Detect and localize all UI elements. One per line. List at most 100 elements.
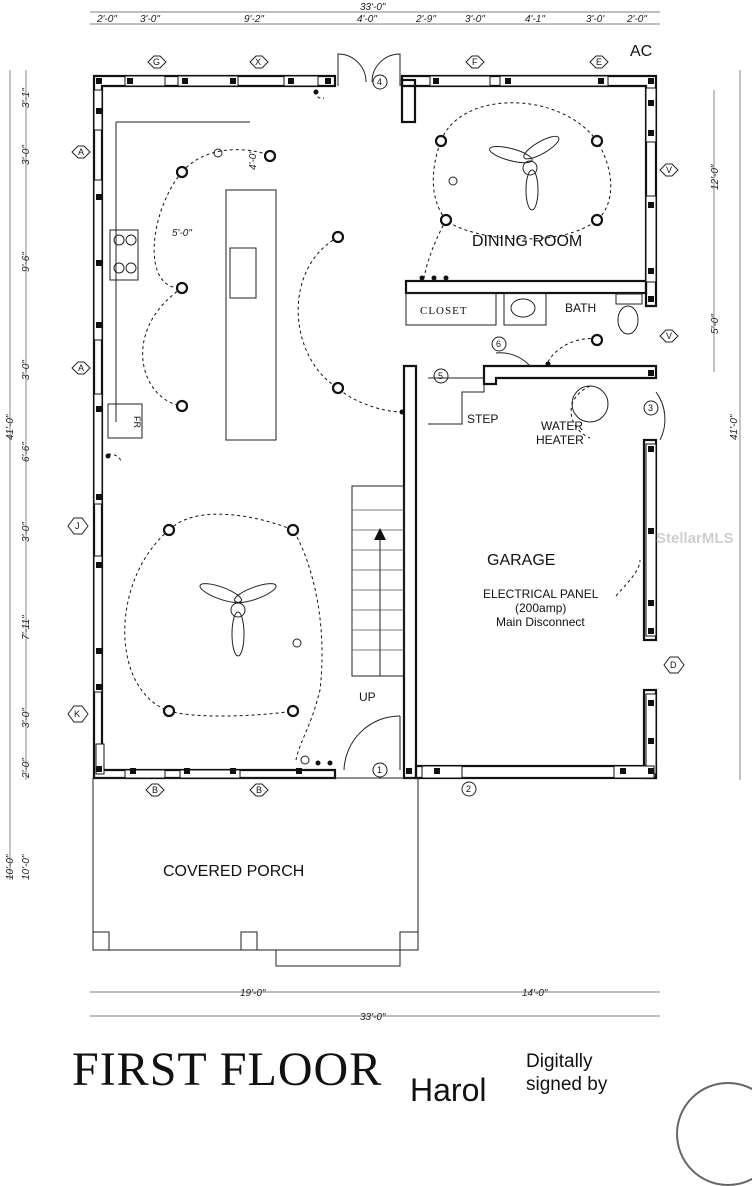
door-marker: 4 — [372, 74, 388, 90]
dim-top-seg: 3'-0' — [586, 14, 605, 25]
ceiling-light-icon — [175, 399, 189, 413]
dim-bottom-seg: 14'-0" — [522, 988, 548, 999]
ceiling-light-icon — [162, 704, 176, 718]
dim-left-seg: 7'-11" — [21, 615, 32, 640]
ceiling-light-icon — [434, 134, 448, 148]
grid-tag: A — [71, 145, 91, 159]
stair-arrow-icon — [374, 528, 386, 540]
ceiling-light-icon — [162, 523, 176, 537]
svg-text:X: X — [255, 57, 261, 67]
dim-left-total: 41'-0" — [5, 414, 16, 440]
dim-right-seg: 12'-0" — [710, 164, 721, 190]
room-label-dining: DINING ROOM — [472, 233, 582, 250]
dim-left-seg: 2'-0" — [21, 758, 32, 779]
label-water-heater: WATER — [541, 419, 583, 433]
room-label-garage: GARAGE — [487, 552, 555, 569]
dim-kitchen-radius: 5'-0" — [172, 228, 192, 239]
stair-treads — [352, 509, 404, 651]
top-dimensions: 33'-0" 2'-0" 3'-0" 9'-2" 4'-0" 2'-9" 3'-… — [90, 2, 660, 25]
dim-bottom-total: 33'-0" — [360, 1012, 386, 1023]
ceiling-light-icon — [286, 704, 300, 718]
dim-top-total: 33'-0" — [360, 2, 386, 13]
ceiling-light-icon — [286, 523, 300, 537]
grid-tag: X — [249, 55, 269, 69]
signature-caption-line: signed by — [526, 1074, 608, 1095]
grid-tag: D — [663, 656, 685, 674]
signature: Harol — [410, 1072, 487, 1108]
dim-left-seg: 6'-6" — [21, 442, 32, 462]
dim-left-seg: 3'-0" — [21, 522, 32, 542]
dim-top-seg: 2'-0" — [96, 14, 117, 25]
signature-caption-line: Digitally — [526, 1051, 593, 1072]
walls: FR — [92, 74, 658, 967]
light-fixtures — [162, 134, 604, 718]
grid-tag: F — [465, 55, 485, 69]
ceiling-light-icon — [175, 281, 189, 295]
room-label-porch: COVERED PORCH — [163, 863, 304, 880]
svg-text:2: 2 — [466, 784, 471, 794]
dim-top-seg: 3'-0" — [140, 14, 160, 25]
dim-top-seg: 3'-0" — [465, 14, 485, 25]
label-electrical-panel: Main Disconnect — [496, 615, 585, 629]
svg-text:B: B — [256, 785, 262, 795]
room-label-closet: CLOSET — [420, 305, 468, 317]
svg-text:6: 6 — [496, 339, 501, 349]
dim-right-total: 41'-0" — [729, 414, 740, 440]
ceiling-light-icon — [263, 149, 277, 163]
grid-tag: G — [147, 55, 167, 69]
grid-tag: K — [67, 705, 89, 723]
svg-text:5: 5 — [438, 371, 443, 381]
svg-text:V: V — [666, 331, 672, 341]
watermark: StellarMLS — [656, 530, 734, 547]
svg-text:G: G — [153, 57, 160, 67]
bottom-dimensions: 19'-0" 14'-0" 33'-0" — [90, 988, 660, 1023]
dim-left-seg: 3'-0" — [21, 360, 32, 380]
wall-posts — [96, 78, 654, 774]
svg-text:E: E — [596, 57, 602, 67]
ceiling-light-icon — [331, 381, 345, 395]
ceiling-light-icon — [590, 213, 604, 227]
dim-right-seg: 5'-0" — [710, 314, 721, 334]
label-ac: AC — [630, 43, 652, 60]
svg-text:K: K — [74, 709, 80, 719]
door-marker: 6 — [491, 336, 507, 352]
ceiling-light-icon — [175, 165, 189, 179]
ceiling-fan-icon — [199, 583, 277, 657]
dim-left-porch: 10'-0" — [5, 854, 16, 880]
grid-tag: V — [659, 329, 679, 343]
svg-text:3: 3 — [648, 403, 653, 413]
svg-text:4: 4 — [377, 77, 382, 87]
label-electrical-panel: (200amp) — [515, 601, 566, 615]
grid-tag: A — [71, 361, 91, 375]
signature-caption: Digitally signed by — [526, 1050, 607, 1096]
dim-left-seg: 9'-6" — [21, 252, 32, 272]
ceiling-light-icon — [590, 333, 604, 347]
svg-text:B: B — [152, 785, 158, 795]
dim-bottom-seg: 19'-0" — [240, 988, 266, 999]
ceiling-light-icon — [331, 230, 345, 244]
ceiling-light-icon — [590, 134, 604, 148]
door-marker: 3 — [643, 400, 659, 416]
dim-left-seg: 3'-0" — [21, 708, 32, 728]
svg-text:1: 1 — [377, 765, 382, 775]
floor-plan: 33'-0" 2'-0" 3'-0" 9'-2" 4'-0" 2'-9" 3'-… — [5, 2, 741, 1023]
svg-text:J: J — [75, 521, 80, 531]
label-water-heater: HEATER — [536, 433, 584, 447]
fridge-label: FR — [132, 416, 142, 428]
dim-top-seg: 4'-0" — [357, 14, 377, 25]
ceiling-light-icon — [439, 213, 453, 227]
door-markers: 1 2 3 4 5 6 — [372, 74, 659, 797]
room-label-bath: BATH — [565, 301, 596, 315]
grid-tags: G X F E A A J K V V D B B — [67, 55, 685, 797]
dim-top-seg: 9'-2" — [244, 14, 264, 25]
doors — [337, 53, 666, 771]
svg-text:A: A — [78, 147, 84, 157]
grid-tag: E — [589, 55, 609, 69]
svg-text:V: V — [666, 165, 672, 175]
door-marker: 2 — [461, 781, 477, 797]
grid-tag: J — [67, 517, 89, 535]
switches — [105, 89, 551, 766]
room-label-step: STEP — [467, 412, 498, 426]
grid-tag: B — [145, 783, 165, 797]
dim-left-seg: 3'-0" — [21, 145, 32, 165]
